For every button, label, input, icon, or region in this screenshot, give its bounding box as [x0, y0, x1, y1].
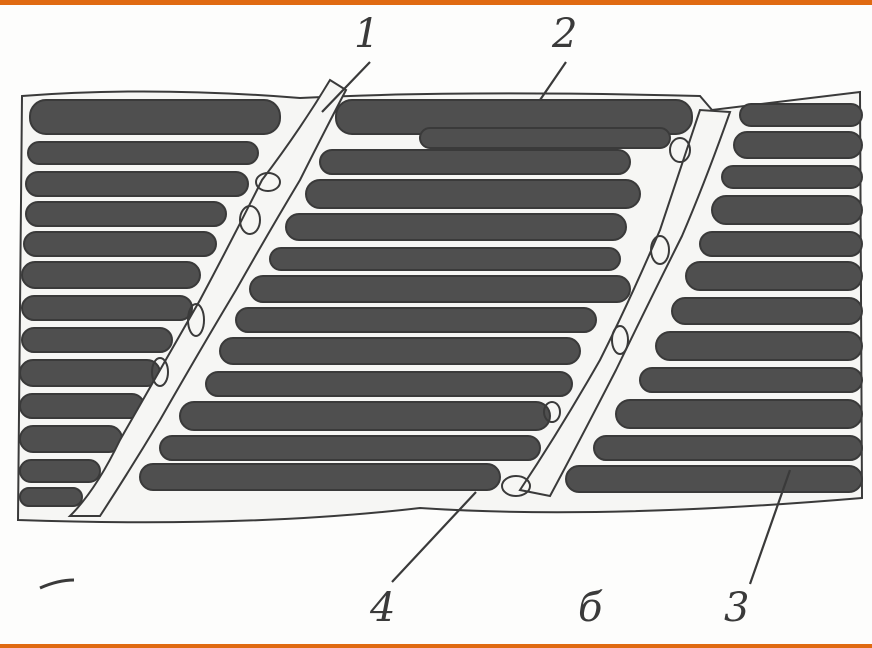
label-3: 3 [724, 588, 749, 628]
bottom-accent-bar [0, 644, 872, 648]
label-4: 4 [370, 588, 395, 628]
stray-mark [40, 580, 74, 588]
panel-label: б [578, 588, 602, 628]
label-1: 1 [354, 14, 379, 54]
label-2: 2 [552, 14, 577, 54]
